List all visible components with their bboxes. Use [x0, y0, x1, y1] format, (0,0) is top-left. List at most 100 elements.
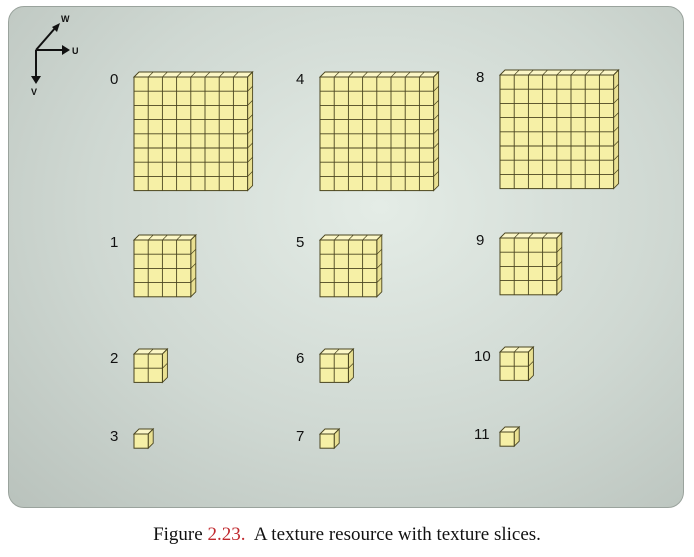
- grid-line: [613, 169, 619, 175]
- slice-label: 10: [474, 348, 491, 365]
- grid-line: [247, 156, 253, 163]
- grid-line: [147, 348, 154, 355]
- grid-line: [247, 85, 253, 92]
- slice-label: 3: [110, 428, 118, 445]
- grid-line: [513, 69, 520, 76]
- grid-line: [433, 142, 439, 149]
- slice-label: 6: [296, 350, 304, 367]
- texture-slice-2: 2: [110, 347, 169, 384]
- slice-label: 9: [476, 232, 484, 249]
- slices-layer: 0 1 2 3 4 5 6 7 8 9 10 11: [110, 68, 620, 450]
- grid-line: [513, 346, 520, 353]
- grid-line: [204, 71, 211, 78]
- slice-label: 2: [110, 350, 118, 367]
- grid-line: [247, 171, 253, 177]
- grid-line: [333, 348, 340, 355]
- grid-line: [348, 362, 354, 369]
- grid-line: [333, 71, 340, 78]
- grid-line: [556, 261, 563, 267]
- grid-line: [162, 71, 168, 78]
- grid-line: [613, 126, 619, 133]
- grid-line: [433, 128, 439, 135]
- grid-line: [247, 114, 253, 120]
- caption-number: 2.23.: [207, 524, 246, 545]
- grid-line: [556, 246, 563, 253]
- grid-line: [218, 71, 225, 78]
- grid-line: [433, 114, 439, 120]
- grid-line: [542, 232, 548, 239]
- slice-label: 11: [474, 426, 490, 443]
- grid-line: [233, 71, 239, 78]
- grid-line: [613, 154, 619, 161]
- texture-slice-11: 11: [474, 425, 521, 448]
- grid-line: [433, 171, 439, 177]
- grid-line: [362, 234, 368, 241]
- texture-slice-6: 6: [296, 347, 355, 384]
- grid-line: [190, 71, 197, 78]
- cube-front-face: [499, 431, 515, 447]
- grid-line: [190, 248, 197, 255]
- grid-line: [433, 156, 439, 163]
- grid-line: [513, 232, 520, 239]
- w-axis-label: W: [61, 14, 70, 24]
- grid-line: [147, 71, 154, 78]
- u-axis-label: U: [72, 46, 79, 56]
- grid-line: [404, 71, 411, 78]
- slice-label: 0: [110, 71, 118, 88]
- texture-slice-4: 4: [296, 70, 440, 192]
- grid-line: [247, 100, 253, 106]
- grid-line: [333, 234, 340, 241]
- texture-slice-5: 5: [296, 233, 383, 298]
- grid-line: [190, 263, 197, 269]
- grid-line: [376, 71, 383, 78]
- w-arrowhead-icon: [52, 23, 60, 32]
- grid-line: [362, 71, 368, 78]
- grid-line: [176, 234, 182, 241]
- grid-line: [556, 275, 563, 281]
- texture-slice-0: 0: [110, 70, 254, 192]
- grid-line: [162, 362, 168, 369]
- grid-line: [613, 140, 619, 147]
- grid-line: [376, 277, 383, 283]
- grid-line: [528, 69, 534, 76]
- grid-line: [147, 234, 154, 241]
- grid-line: [348, 71, 354, 78]
- slice-label: 8: [476, 69, 484, 86]
- grid-line: [419, 71, 425, 78]
- grid-line: [348, 234, 354, 241]
- grid-line: [542, 69, 548, 76]
- grid-line: [176, 71, 182, 78]
- grid-line: [433, 85, 439, 92]
- grid-line: [376, 248, 383, 255]
- figure-caption: Figure 2.23. A texture resource with tex…: [0, 524, 694, 546]
- grid-line: [584, 69, 591, 76]
- texture-slice-3: 3: [110, 427, 155, 450]
- axis-indicator: W U V: [31, 14, 79, 97]
- grid-line: [162, 234, 168, 241]
- u-arrowhead-icon: [62, 45, 70, 55]
- cube-front-face: [319, 433, 335, 449]
- w-axis-arrow: [35, 26, 57, 51]
- grid-line: [528, 360, 534, 367]
- grid-line: [613, 98, 619, 104]
- texture-slice-9: 9: [476, 231, 563, 296]
- grid-line: [613, 83, 619, 90]
- grid-line: [190, 277, 197, 283]
- texture-slice-8: 8: [476, 68, 620, 190]
- texture-slices-diagram: W U V 0 1 2 3 4 5 6 7 8 9 10 11: [31, 14, 620, 450]
- grid-line: [433, 100, 439, 106]
- slice-label: 1: [110, 234, 118, 251]
- grid-line: [376, 263, 383, 269]
- texture-slice-1: 1: [110, 233, 197, 298]
- grid-line: [390, 71, 397, 78]
- texture-slice-10: 10: [474, 345, 535, 382]
- grid-line: [570, 69, 577, 76]
- caption-prefix: Figure: [153, 524, 208, 545]
- slice-label: 4: [296, 71, 304, 88]
- grid-line: [247, 128, 253, 135]
- grid-line: [528, 232, 534, 239]
- grid-line: [556, 69, 563, 76]
- v-axis-label: V: [31, 87, 37, 97]
- grid-line: [247, 142, 253, 149]
- texture-slice-7: 7: [296, 427, 341, 450]
